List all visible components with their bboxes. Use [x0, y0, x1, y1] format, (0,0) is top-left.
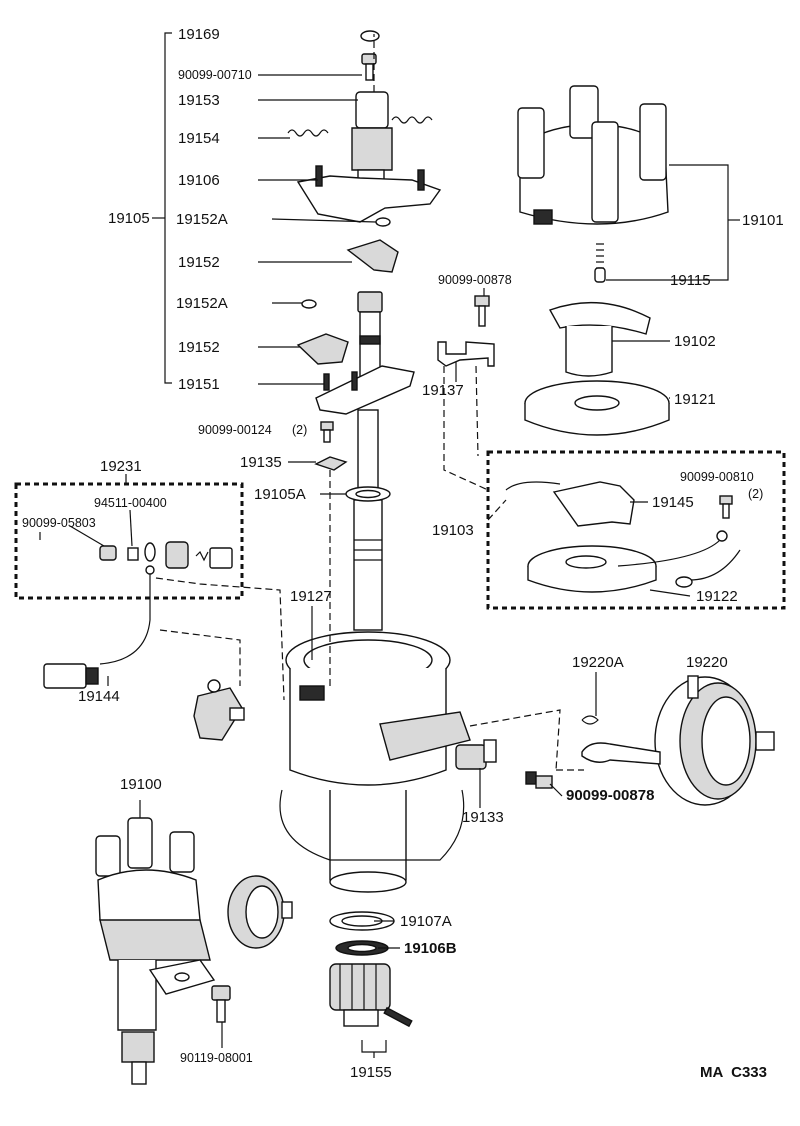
label-94511-00400: 94511-00400	[94, 496, 167, 510]
part-labels: 19169 90099-00710 19153 19154 19106 1910…	[22, 26, 784, 1081]
label-19152-1: 19152	[178, 254, 220, 271]
label-19101: 19101	[742, 212, 784, 229]
part-19220-vacuum	[581, 675, 775, 806]
label-19115: 19115	[670, 272, 711, 289]
part-19152-weight-1	[346, 239, 399, 273]
label-19145: 19145	[652, 494, 694, 511]
label-19169: 19169	[178, 26, 220, 43]
label-19135: 19135	[240, 454, 282, 471]
label-90099-00810-qty: (2)	[748, 487, 763, 501]
part-condenser-kit	[99, 541, 233, 575]
label-19106: 19106	[178, 172, 220, 189]
label-90099-00810: 90099-00810	[680, 470, 754, 484]
bracket-19105	[152, 32, 172, 384]
diagram-code: MA C333	[700, 1064, 767, 1081]
part-90099-00878-screw-b	[525, 771, 553, 789]
label-19100: 19100	[120, 776, 162, 793]
part-19135	[314, 456, 348, 471]
part-90099-00124-screw	[320, 421, 334, 443]
part-19133	[455, 739, 497, 770]
label-19155: 19155	[350, 1064, 392, 1081]
part-19152a-clip-2	[301, 299, 317, 309]
label-19122: 19122	[696, 588, 738, 605]
label-90099-00124: 90099-00124	[198, 423, 272, 437]
part-19152a-clip-1	[375, 217, 391, 227]
part-90119-08001-bolt	[211, 985, 231, 1023]
part-90099-00710-screw	[361, 53, 377, 81]
part-main-shaft	[353, 409, 383, 631]
part-19220a-clip	[581, 715, 599, 725]
label-90099-00124-qty: (2)	[292, 423, 307, 437]
label-19154: 19154	[178, 130, 220, 147]
label-90099-00710: 90099-00710	[178, 68, 252, 82]
part-19145-contact	[505, 481, 635, 527]
part-19127-housing	[279, 631, 471, 893]
part-90099-00878-screw-a	[474, 295, 490, 327]
part-19137-clamp	[437, 341, 495, 367]
label-19106b: 19106B	[404, 940, 457, 957]
part-19107a-washer	[329, 911, 395, 931]
part-19153-governor	[351, 91, 393, 191]
part-19122-lead	[617, 530, 741, 588]
part-shaft-cam	[357, 291, 383, 383]
label-19127: 19127	[290, 588, 332, 605]
label-19103: 19103	[432, 522, 474, 539]
part-19105a-washer	[345, 486, 391, 502]
part-breaker-plate	[527, 545, 657, 593]
label-19137: 19137	[422, 382, 464, 399]
label-19152a-2: 19152A	[176, 295, 228, 312]
part-19169-cap	[360, 30, 380, 42]
part-19144-lead	[43, 574, 151, 689]
leader-lines	[39, 74, 740, 1048]
label-19144: 19144	[78, 688, 120, 705]
part-19115-spring	[594, 243, 606, 283]
part-19151-plate	[315, 365, 415, 415]
part-19106-plate	[296, 165, 442, 223]
part-19152-weight-2	[296, 333, 349, 365]
part-19154-spring	[287, 116, 433, 137]
label-90099-00878-a: 90099-00878	[438, 273, 512, 287]
label-19121: 19121	[674, 391, 716, 408]
label-19133: 19133	[462, 809, 504, 826]
part-19121-cover	[524, 380, 670, 436]
label-19152-2: 19152	[178, 339, 220, 356]
label-19220a: 19220A	[572, 654, 624, 671]
kit-19231-box	[14, 482, 244, 600]
label-19105: 19105	[108, 210, 150, 227]
part-19102-rotor	[548, 302, 651, 377]
label-19102: 19102	[674, 333, 716, 350]
part-90099-00810-screw	[719, 495, 733, 519]
label-90119-08001: 90119-08001	[180, 1051, 253, 1065]
part-19155-gear	[329, 963, 413, 1028]
dashed-guide-lines	[155, 34, 584, 771]
label-90099-05803: 90099-05803	[22, 516, 96, 530]
label-19153: 19153	[178, 92, 220, 109]
kit-19103-box	[486, 450, 786, 610]
label-19220: 19220	[686, 654, 728, 671]
part-19101-cap	[517, 85, 669, 225]
label-19152a-1: 19152A	[176, 211, 228, 228]
label-19107a: 19107A	[400, 913, 452, 930]
part-19100-assembly	[95, 817, 293, 1085]
label-19105a: 19105A	[254, 486, 306, 503]
label-90099-00878-b: 90099-00878	[566, 787, 654, 804]
part-condenser	[193, 679, 245, 741]
label-19231: 19231	[100, 458, 142, 475]
label-19151: 19151	[178, 376, 220, 393]
